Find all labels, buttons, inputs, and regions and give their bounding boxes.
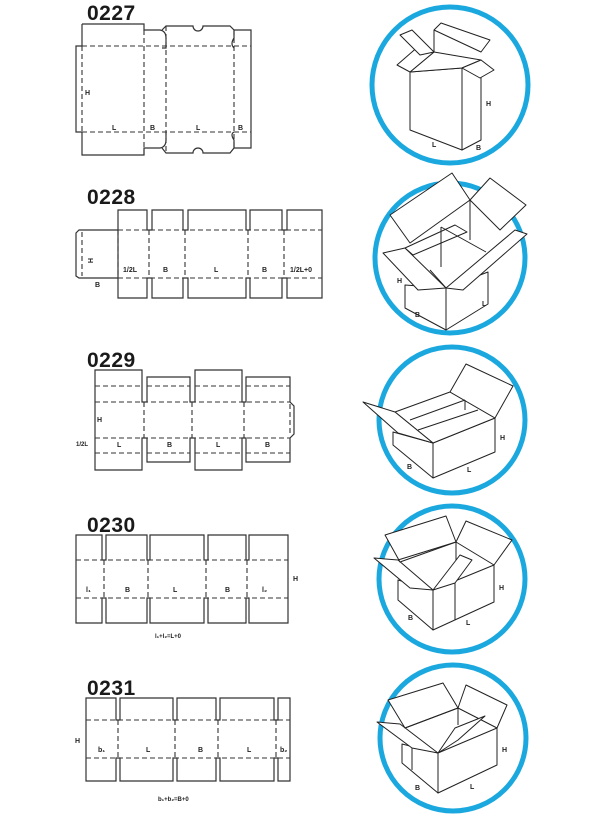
ring-0230 bbox=[376, 503, 528, 655]
blank-label-b: B bbox=[238, 125, 243, 132]
blank-label-b: B bbox=[225, 587, 230, 594]
blank-label-l2: l₂ bbox=[262, 587, 267, 594]
blank-label-b: B bbox=[150, 125, 155, 132]
box-label-l: L bbox=[466, 620, 471, 627]
box-label-l: L bbox=[470, 784, 475, 791]
blank-label-h: H bbox=[86, 258, 93, 263]
blank-0231: H b₁ L B L b₂ b₁+b₂=B+0 bbox=[75, 697, 291, 803]
style-code-0227: 0227 bbox=[87, 2, 136, 25]
blank-label-half-l: 1/2L bbox=[123, 267, 138, 274]
blank-label-h: H bbox=[293, 576, 298, 583]
box-label-h: H bbox=[500, 435, 505, 442]
box-illustration-0230: H L B bbox=[373, 503, 528, 655]
blank-label-l: L bbox=[196, 125, 201, 132]
blank-label-h: H bbox=[97, 417, 102, 424]
style-code-0228: 0228 bbox=[87, 186, 136, 209]
blank-0229: H 1/2L L B L B bbox=[76, 369, 295, 471]
formula-0231: b₁+b₂=B+0 bbox=[158, 797, 189, 803]
box-illustration-0229: H L B bbox=[362, 344, 528, 496]
blank-label-l: L bbox=[173, 587, 178, 594]
box-illustration-0231: H L B bbox=[376, 662, 529, 814]
blank-label-b: B bbox=[198, 747, 203, 754]
blank-label-half-l-plus: 1/2L+0 bbox=[290, 267, 312, 274]
blank-label-b-flap: B bbox=[95, 282, 100, 289]
box-label-b: B bbox=[407, 464, 412, 471]
blank-label-b: B bbox=[167, 442, 172, 449]
blank-label-l1: l₁ bbox=[86, 587, 91, 594]
box-label-l: L bbox=[482, 301, 487, 308]
box-label-h: H bbox=[502, 747, 507, 754]
ring-0231 bbox=[377, 662, 529, 814]
blank-label-l: L bbox=[214, 267, 219, 274]
box-label-b: B bbox=[415, 312, 420, 319]
blank-label-l: L bbox=[117, 442, 122, 449]
blank-0227: H L B L B bbox=[75, 23, 252, 156]
box-label-b: B bbox=[476, 145, 481, 152]
blank-label-l: L bbox=[216, 442, 221, 449]
blank-label-b: B bbox=[265, 442, 270, 449]
blank-0230: l₁ B L B l₂ H l₁+l₂=L+0 bbox=[75, 534, 298, 640]
box-label-h: H bbox=[486, 101, 491, 108]
blank-label-b2: b₂ bbox=[280, 747, 287, 754]
blank-label-half-l: 1/2L bbox=[76, 442, 88, 448]
blank-label-l: L bbox=[112, 125, 117, 132]
ring-0229 bbox=[376, 344, 528, 496]
ring-0227 bbox=[369, 4, 531, 166]
blank-label-b1: b₁ bbox=[98, 747, 105, 754]
box-label-b: B bbox=[415, 785, 420, 792]
blank-label-l: L bbox=[146, 747, 151, 754]
blank-label-b: B bbox=[125, 587, 130, 594]
style-code-0229: 0229 bbox=[87, 349, 136, 372]
blank-label-h: H bbox=[75, 738, 80, 745]
box-label-l: L bbox=[467, 467, 472, 474]
formula-0230: l₁+l₂=L+0 bbox=[155, 634, 182, 640]
blank-label-l: L bbox=[247, 747, 252, 754]
box-illustration-0227: H L B bbox=[369, 4, 531, 166]
blank-label-b: B bbox=[163, 267, 168, 274]
blank-label-b: B bbox=[262, 267, 267, 274]
box-label-h: H bbox=[397, 278, 402, 285]
box-label-l: L bbox=[432, 142, 437, 149]
blank-0228: H B 1/2L B L B 1/2L+0 bbox=[75, 209, 323, 299]
box-illustration-0228: H L B bbox=[372, 172, 528, 336]
style-code-0231: 0231 bbox=[87, 677, 136, 700]
blank-label-h: H bbox=[85, 90, 90, 97]
style-code-0230: 0230 bbox=[87, 514, 136, 537]
box-label-h: H bbox=[499, 585, 504, 592]
box-label-b: B bbox=[408, 615, 413, 622]
